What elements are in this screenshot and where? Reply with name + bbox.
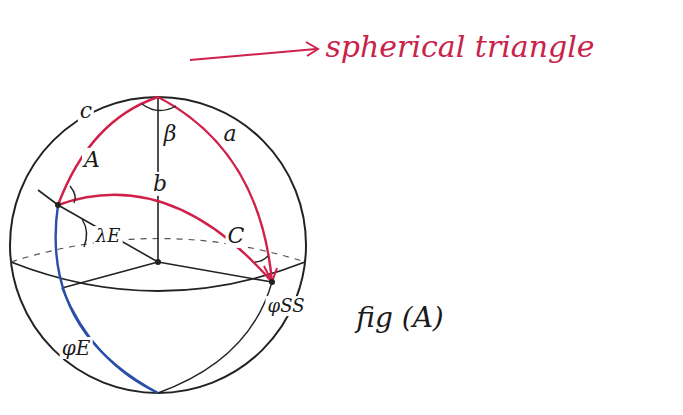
subsatellite-point	[269, 279, 275, 285]
figure-caption: fig (A)	[354, 303, 446, 334]
angle-arc	[142, 104, 176, 111]
arc-label: b	[151, 172, 169, 196]
angle-arc	[255, 256, 268, 262]
earth-station-point	[55, 202, 61, 208]
arc-label: a	[221, 122, 238, 146]
point-label: φSS	[266, 296, 307, 316]
arc-b	[58, 195, 272, 282]
meridian	[158, 282, 272, 393]
arc-a	[158, 97, 272, 282]
radius-equator	[62, 262, 158, 288]
angle-label: A	[82, 148, 102, 172]
angle-label: C	[226, 224, 247, 248]
arc-label: c	[78, 99, 94, 123]
radius-earth-station	[58, 205, 158, 262]
center-point	[155, 259, 161, 265]
meridian	[56, 205, 158, 393]
tick-line	[38, 190, 58, 205]
arc-c	[58, 97, 158, 205]
sphere-outline	[10, 97, 306, 393]
callout-label: spherical triangle	[323, 30, 596, 63]
equator	[11, 262, 305, 291]
angle-arc	[82, 219, 87, 247]
angle-label: λE	[94, 226, 123, 246]
pointer-head	[306, 42, 318, 56]
pointer-line	[190, 49, 316, 60]
latitude-label: φE	[60, 337, 93, 359]
angle-label: β	[162, 122, 179, 146]
angle-arc	[70, 186, 75, 203]
